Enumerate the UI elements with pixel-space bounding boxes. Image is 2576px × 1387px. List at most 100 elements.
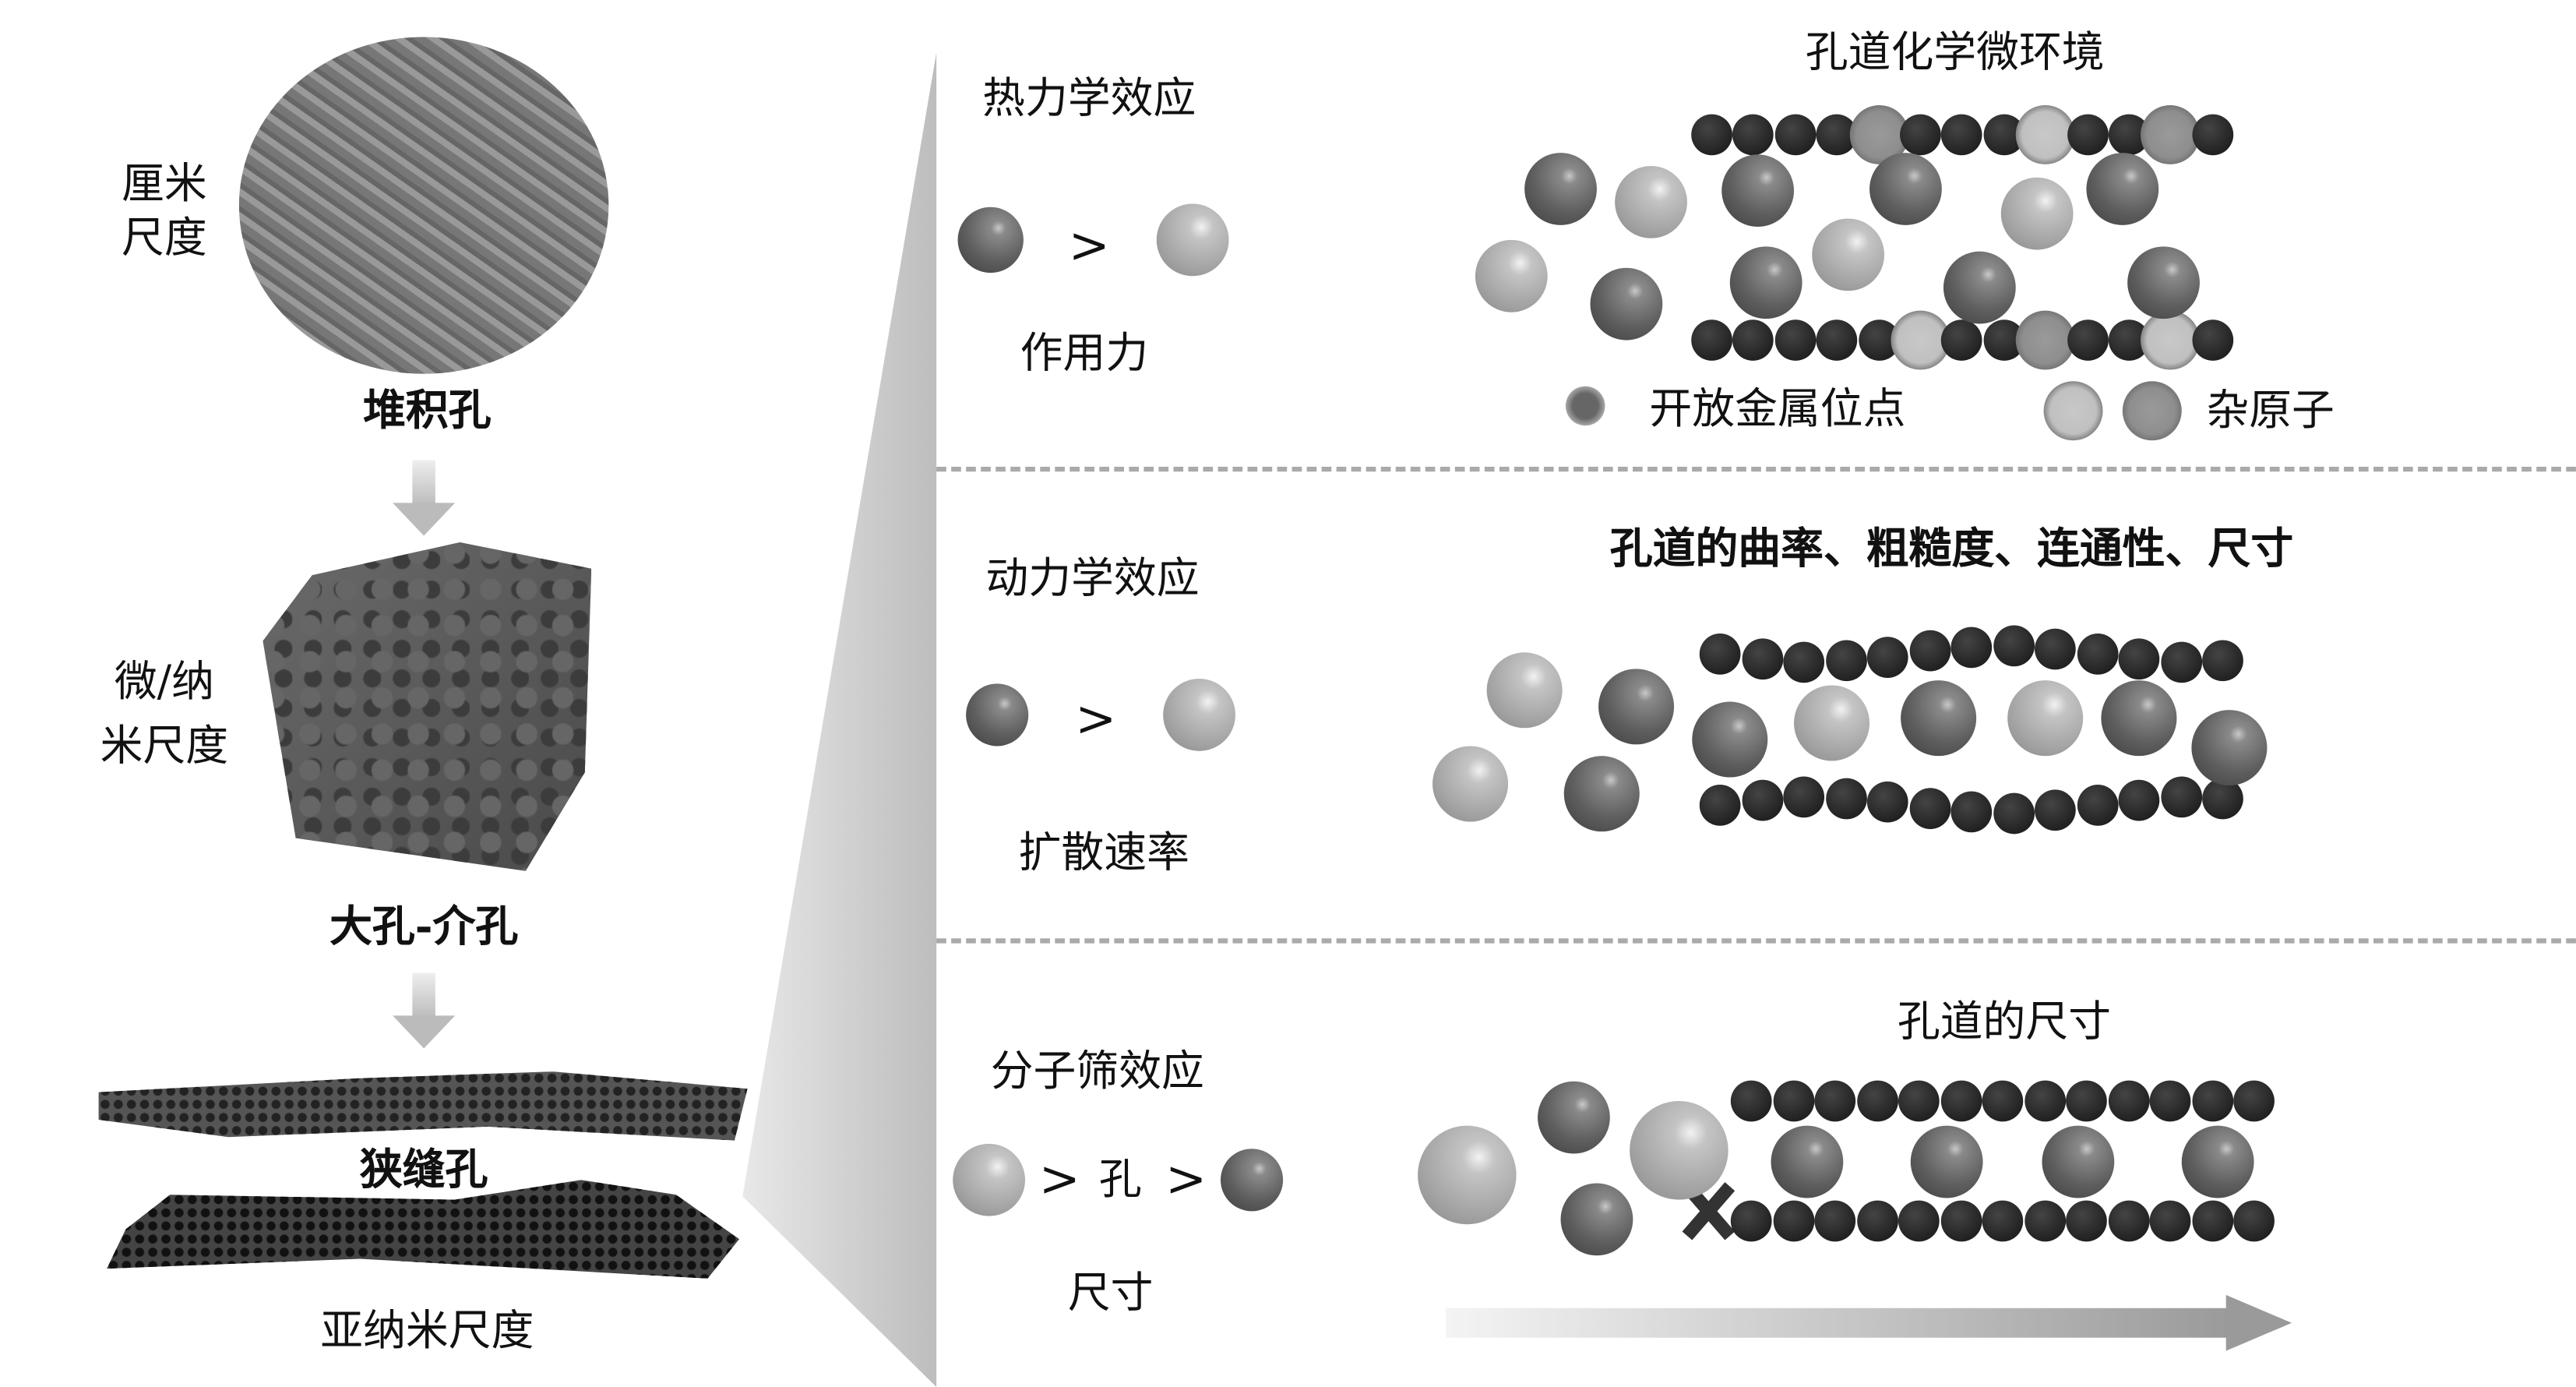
dark-molecule [1692, 701, 1768, 778]
light-molecule [1163, 679, 1235, 751]
dark-molecule [1771, 1125, 1844, 1198]
light-molecule [1475, 239, 1548, 312]
label-slit-pore: 狭缝孔 [359, 1146, 488, 1196]
label-scale-cm-1: 厘米 [122, 160, 207, 210]
title-pore-chemistry: 孔道化学微环境 [1805, 28, 2105, 79]
dark-molecule [966, 683, 1029, 746]
label-packing-pore: 堆积孔 [363, 386, 492, 436]
pore-wall-atom [1732, 319, 1774, 361]
light-molecule [953, 1143, 1026, 1216]
pore-wall-atom [1993, 792, 2034, 835]
pore-wall-atom [1816, 319, 1858, 361]
light-molecule [1812, 218, 1885, 291]
dark-molecule [2101, 680, 2177, 757]
label-scale-cm-2: 尺度 [122, 214, 207, 264]
heteroatom [2016, 310, 2076, 370]
pore-wall-atom [1856, 1080, 1898, 1122]
pore-wall-atom [1732, 114, 1774, 156]
pore-wall-atom [2107, 1080, 2149, 1122]
dark-molecule [1729, 246, 1802, 319]
pore-wall-atom [1908, 630, 1951, 672]
dark-molecule [1943, 251, 2016, 324]
pore-wall-atom [2160, 776, 2202, 818]
dark-molecule [1901, 680, 1977, 757]
divider [936, 466, 2576, 472]
pore-wall-atom [2233, 1080, 2275, 1122]
pore-wall-atom [1908, 787, 1951, 829]
pore-wall-atom [1699, 785, 1741, 826]
compare-sign: > [1068, 217, 1110, 276]
heteroatom-legend-icon [2043, 381, 2103, 441]
legend-heteroatom: 杂原子 [2206, 386, 2335, 436]
light-molecule [1615, 166, 1687, 238]
pore-wall-atom [1898, 1080, 1940, 1122]
pore-wall-atom [1814, 1200, 1856, 1242]
pore-wall-atom [1982, 1200, 2024, 1242]
pore-wall-atom [1691, 114, 1732, 156]
legend-open-metal-site: 开放金属位点 [1649, 385, 1906, 435]
dark-molecule [1910, 1125, 1983, 1198]
dark-molecule [1598, 669, 1675, 745]
label-scale-micro-1: 微/纳 [114, 658, 214, 708]
pore-wall-atom [2107, 1200, 2149, 1242]
pore-wall-atom [1898, 1200, 1940, 1242]
pore-wall-atom [1772, 1080, 1814, 1122]
pore-wall-atom [1772, 1200, 1814, 1242]
light-molecule [2000, 177, 2074, 250]
light-molecule [1794, 685, 1870, 761]
pore-wall-atom [2076, 784, 2118, 826]
pore-label: 孔 [1098, 1156, 1142, 1205]
pore-wall-atom [1814, 1080, 1856, 1122]
pore-wall-atom [1699, 634, 1741, 675]
effect-molecular-sieve: 分子筛效应 [990, 1047, 1204, 1097]
pore-wall-atom [2034, 789, 2076, 831]
arrow-down-icon [393, 972, 456, 1049]
porous-cube-image [263, 542, 592, 871]
label-macro-meso-pore: 大孔-介孔 [329, 902, 519, 953]
pore-wall-atom [2149, 1080, 2191, 1122]
dark-molecule [1220, 1149, 1284, 1212]
pore-wall-atom [1730, 1080, 1772, 1122]
pore-wall-atom [1774, 319, 1817, 361]
label-scale-subnano: 亚纳米尺度 [320, 1307, 534, 1357]
size-direction-arrow [1445, 1294, 2292, 1351]
pore-wall-atom [2024, 1200, 2066, 1242]
pore-wall-atom [1982, 1080, 2024, 1122]
pore-wall-atom [1741, 779, 1783, 821]
arrow-down-icon [393, 460, 456, 536]
pore-wall-atom [1691, 319, 1732, 361]
pore-wall-atom [1866, 782, 1908, 824]
caption-diffusion-rate: 扩散速率 [1018, 828, 1189, 879]
pore-wall-atom [1856, 1200, 1898, 1242]
pore-wall-atom [1940, 1200, 1982, 1242]
dark-molecule [1524, 153, 1597, 225]
pore-wall-atom [1941, 114, 1983, 156]
pore-wall-atom [1940, 1080, 1982, 1122]
pore-wall-atom [2149, 1200, 2191, 1242]
dark-molecule [2181, 1125, 2254, 1198]
pore-wall-atom [2191, 1200, 2233, 1242]
light-molecule [1486, 652, 1563, 729]
open-metal-site-legend-icon [1565, 386, 1605, 426]
heteroatom [2016, 104, 2076, 164]
divider [936, 938, 2576, 944]
dark-molecule [1869, 153, 1942, 225]
dark-molecule [2042, 1125, 2115, 1198]
pore-wall-atom [1774, 114, 1817, 156]
dark-molecule [1590, 267, 1663, 341]
graphene-sheet-top [98, 1071, 748, 1141]
title-pore-size: 孔道的尺寸 [1897, 998, 2112, 1048]
pore-wall-atom [2066, 1080, 2107, 1122]
dark-molecule [1563, 756, 1640, 832]
heteroatom [2141, 310, 2201, 370]
effect-thermodynamic: 热力学效应 [982, 74, 1196, 125]
effect-kinetic: 动力学效应 [985, 554, 1200, 605]
pore-wall-atom [1730, 1200, 1772, 1242]
pore-wall-atom [2192, 319, 2233, 361]
pore-wall-atom [2066, 1200, 2107, 1242]
pore-wall-atom [2202, 641, 2243, 682]
pore-wall-atom [2118, 638, 2160, 680]
dark-molecule [2191, 710, 2268, 786]
large-molecule [1630, 1101, 1728, 1200]
